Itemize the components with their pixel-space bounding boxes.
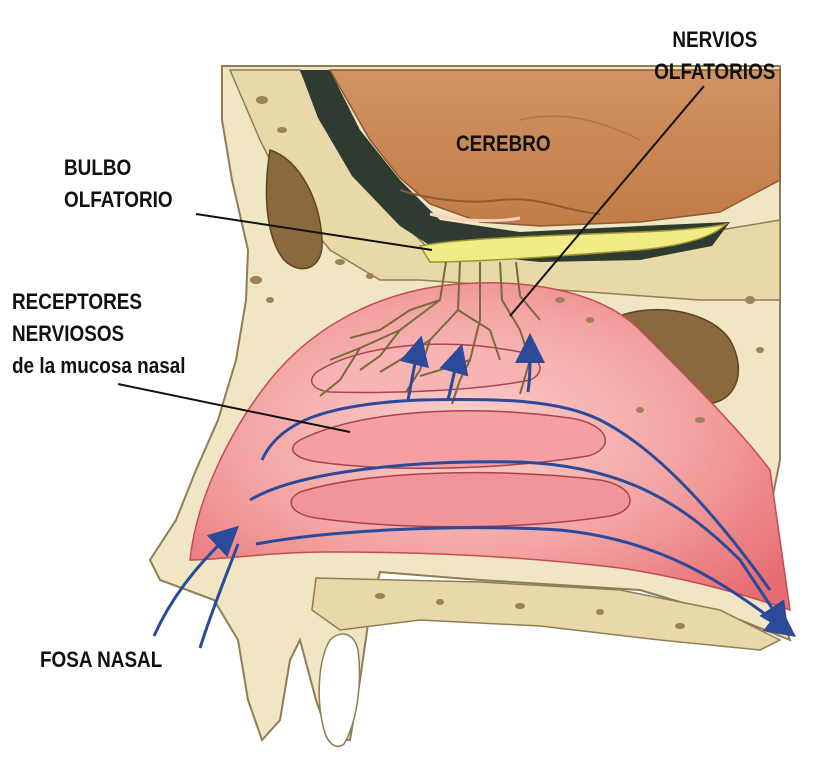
label-nervios-line2: OLFATORIOS: [646, 56, 784, 88]
label-bulbo-line2: OLFATORIO: [64, 184, 173, 216]
label-nervios-line1: NERVIOS: [646, 24, 784, 56]
label-receptores-nerviosos: RECEPTORES NERVIOSOS de la mucosa nasal: [12, 286, 186, 382]
label-nervios-olfatorios: NERVIOS OLFATORIOS: [646, 24, 784, 88]
label-fosa-text: FOSA NASAL: [40, 644, 162, 676]
label-bulbo-olfatorio: BULBO OLFATORIO: [64, 152, 173, 216]
label-receptores-line2: NERVIOSOS: [12, 318, 186, 350]
label-receptores-line1: RECEPTORES: [12, 286, 186, 318]
label-cerebro: CEREBRO: [456, 128, 551, 160]
label-cerebro-text: CEREBRO: [456, 128, 551, 160]
label-bulbo-line1: BULBO: [64, 152, 173, 184]
label-receptores-line3: de la mucosa nasal: [12, 350, 186, 382]
label-fosa-nasal: FOSA NASAL: [40, 644, 162, 676]
tooth: [319, 634, 359, 746]
